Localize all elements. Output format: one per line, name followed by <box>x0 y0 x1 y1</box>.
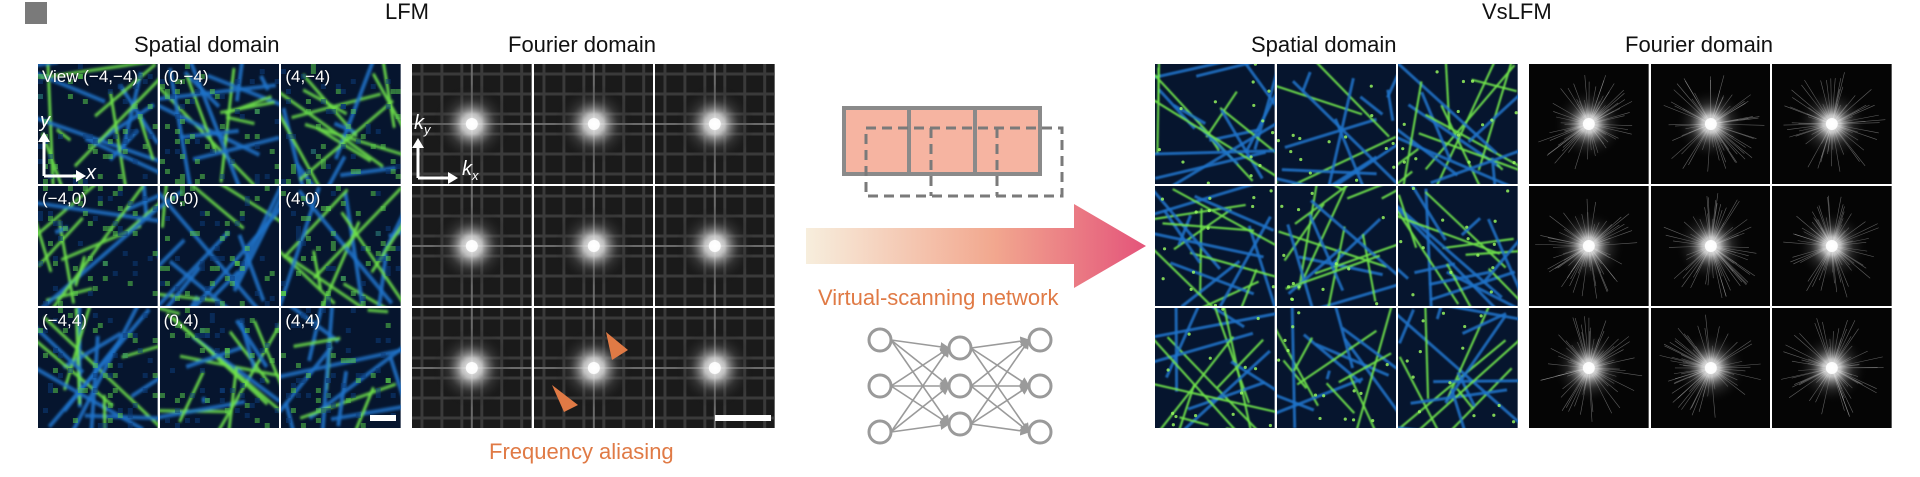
fourier-ky-sub: y <box>424 122 431 137</box>
vslfm-spatial-tile <box>1155 64 1275 184</box>
network-node <box>867 373 893 399</box>
fourier-kx-k: k <box>462 158 472 180</box>
vslfm-fourier-tile <box>1650 186 1771 306</box>
lfm-fourier-tile <box>533 64 654 184</box>
view-label: (−4,4) <box>42 311 87 330</box>
network-node <box>1027 373 1053 399</box>
lfm-spatial-tile: (4,−4) <box>281 64 401 184</box>
lfm-fourier-tile <box>533 186 654 306</box>
vslfm-title: VsLFM <box>1482 0 1552 24</box>
lfm-fourier-tile <box>655 186 775 306</box>
vslfm-spatial-tile <box>1398 308 1518 428</box>
lfm-spatial-tile: (4,4) <box>281 308 401 428</box>
lfm-fourier-tile <box>655 64 775 184</box>
view-label: (0,4) <box>163 311 199 330</box>
lfm-fourier-grid <box>412 64 775 428</box>
neural-network-icon <box>867 327 1053 445</box>
vslfm-fourier-tile <box>1772 186 1892 306</box>
frequency-aliasing-label: Frequency aliasing <box>489 439 674 464</box>
view-label: (4,4) <box>285 311 321 330</box>
lfm-spatial-tile: (4,0) <box>281 186 401 306</box>
vslfm-spatial-tile <box>1276 186 1397 306</box>
fourier-scale-bar <box>715 415 771 421</box>
vslfm-fourier-tile <box>1529 186 1649 306</box>
view-label: (−4,0) <box>42 189 87 208</box>
view-label: (4,−4) <box>285 67 331 86</box>
vslfm-fourier-tile <box>1529 64 1649 184</box>
aliasing-arrowhead-lower <box>552 385 578 412</box>
lfm-spatial-tile: (0,−4) <box>159 64 280 184</box>
vslfm-spatial-tile <box>1398 64 1518 184</box>
lfm-spatial-tile: (−4,0) <box>38 186 158 306</box>
network-node <box>1027 419 1053 445</box>
network-node <box>867 419 893 445</box>
view-label: (0,−4) <box>163 67 209 86</box>
vslfm-spatial-tile <box>1155 186 1275 306</box>
lfm-spatial-tile: View (−4,−4) <box>38 64 158 184</box>
lfm-title: LFM <box>385 0 429 24</box>
network-node <box>1027 327 1053 353</box>
vslfm-fourier-tile <box>1772 308 1892 428</box>
virtual-scanning-network-label: Virtual-scanning network <box>818 285 1059 310</box>
vslfm-fourier-tile <box>1650 64 1771 184</box>
lfm-fourier-tile <box>412 308 532 428</box>
lfm-spatial-tile: (0,0) <box>159 186 280 306</box>
panel-letter-box <box>25 2 47 24</box>
lfm-spatial-title: Spatial domain <box>134 32 280 57</box>
vslfm-fourier-grid <box>1529 64 1892 428</box>
virtual-scanning-arrow <box>806 204 1146 288</box>
vslfm-fourier-title: Fourier domain <box>1625 32 1773 57</box>
lfm-fourier-tile <box>412 186 532 306</box>
spatial-scale-bar <box>370 415 396 421</box>
vslfm-fourier-tile <box>1650 308 1771 428</box>
vslfm-spatial-tile <box>1276 64 1397 184</box>
view-label: (4,0) <box>285 189 321 208</box>
lfm-spatial-grid: View (−4,−4) (0,−4) (4,−4) (−4,0) (0,0) (4,0)… <box>38 64 401 428</box>
fourier-axes-icon <box>412 138 458 184</box>
lfm-spatial-tile: (0,4) <box>159 308 280 428</box>
spatial-axes-icon <box>38 132 86 182</box>
spatial-x-label: x <box>86 162 96 184</box>
lfm-fourier-title: Fourier domain <box>508 32 656 57</box>
vslfm-fourier-tile <box>1772 64 1892 184</box>
vslfm-spatial-grid <box>1155 64 1518 428</box>
network-node <box>947 335 973 361</box>
lfm-spatial-tile: (−4,4) <box>38 308 158 428</box>
virtual-scanning-boxes <box>842 106 1064 198</box>
fourier-ky-k: k <box>414 112 424 134</box>
spatial-y-label: y <box>40 110 50 132</box>
fourier-kx-label: kx <box>462 158 479 183</box>
vslfm-spatial-tile <box>1398 186 1518 306</box>
network-node <box>867 327 893 353</box>
network-node <box>947 411 973 437</box>
vslfm-spatial-tile <box>1155 308 1275 428</box>
fourier-ky-label: ky <box>414 112 431 137</box>
vslfm-spatial-tile <box>1276 308 1397 428</box>
vslfm-spatial-title: Spatial domain <box>1251 32 1397 57</box>
lfm-fourier-tile <box>655 308 775 428</box>
aliasing-arrowheads <box>552 332 628 412</box>
fourier-kx-sub: x <box>472 168 479 183</box>
vslfm-fourier-tile <box>1529 308 1649 428</box>
lfm-fourier-tile <box>412 64 532 184</box>
aliasing-arrowhead-upper <box>606 332 628 360</box>
network-node <box>947 373 973 399</box>
view-label: (0,0) <box>163 189 199 208</box>
view-label: View (−4,−4) <box>42 67 139 86</box>
